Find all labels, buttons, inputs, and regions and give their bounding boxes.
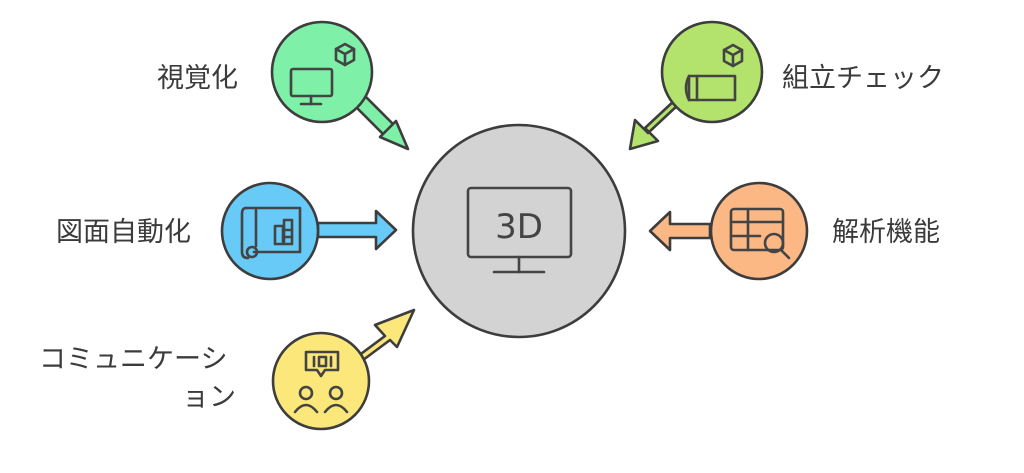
label-analysis: 解析機能 [832, 217, 940, 248]
node-communication [271, 331, 371, 431]
node-analysis [709, 181, 809, 281]
center-node: 3D [411, 123, 627, 339]
node-visualization [270, 20, 374, 124]
monitor-cube-icon [289, 42, 356, 106]
arrow-analysis [648, 210, 712, 252]
label-drawing-automation: 図面自動化 [56, 217, 191, 248]
label-assembly-check: 組立チェック [782, 63, 944, 94]
monitor-3d-icon: 3D [466, 186, 573, 274]
people-chat-icon [293, 350, 349, 414]
table-search-icon [729, 207, 791, 260]
blueprint-roll-icon [240, 206, 302, 260]
label-visualization: 視覚化 [157, 63, 238, 94]
node-drawing-automation [220, 181, 320, 281]
node-assembly-check [660, 20, 764, 124]
center-text: 3D [495, 207, 543, 247]
arrow-drawing-automation [316, 209, 398, 251]
label-communication-line2: ョン [182, 382, 236, 413]
cube-blueprint-icon [684, 43, 744, 102]
label-communication-line1: コミュニケーシ [39, 344, 227, 375]
